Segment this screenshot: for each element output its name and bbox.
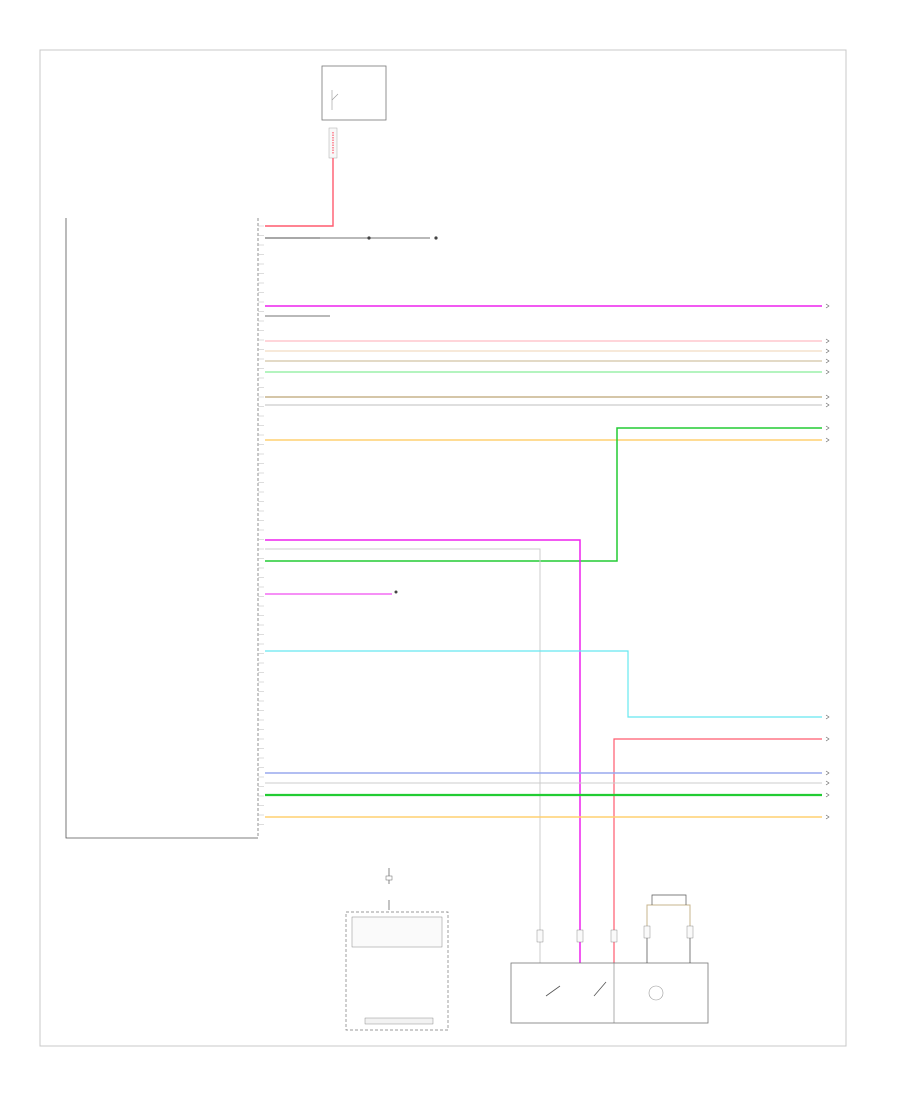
wire-end-arrow-icon xyxy=(825,338,830,344)
wire-end-arrow-icon xyxy=(825,402,830,408)
ground-module xyxy=(385,868,393,910)
wire-magenta-down xyxy=(265,539,581,963)
wire-end-arrow-icon xyxy=(825,736,830,742)
wire-grey-down xyxy=(265,548,541,963)
inline-connector xyxy=(576,929,584,943)
wire-end-arrow-icon xyxy=(825,714,830,720)
wire-end-arrow-icon xyxy=(825,437,830,443)
wires xyxy=(265,237,830,963)
wire-end-arrow-icon xyxy=(825,348,830,354)
battery-feed-wire xyxy=(265,158,334,227)
wire-end-arrow-icon xyxy=(825,770,830,776)
wire-end-arrow-icon xyxy=(825,814,830,820)
sensor-element-icon xyxy=(648,985,664,1001)
splice-dot-icon xyxy=(367,236,371,240)
wire-green-riser xyxy=(265,427,822,562)
fuse-icon xyxy=(331,93,339,101)
battery-module xyxy=(345,911,449,1031)
wire-end-arrow-icon xyxy=(825,425,830,431)
control-module xyxy=(65,218,259,839)
wire-end-arrow-icon xyxy=(825,792,830,798)
wire-end-arrow-icon xyxy=(825,369,830,375)
switch-contact-icon xyxy=(545,985,561,997)
wire-end-arrow-icon xyxy=(825,394,830,400)
switch-module xyxy=(510,894,709,1024)
inline-connector xyxy=(536,929,544,943)
wire-end-arrow-icon xyxy=(825,780,830,786)
wire-end-arrow-icon xyxy=(825,358,830,364)
ref-dot-icon xyxy=(394,590,398,594)
module-pins xyxy=(258,225,264,825)
fuse-box xyxy=(321,65,387,159)
ground-point-icon xyxy=(434,236,438,240)
wire-red-right xyxy=(613,738,822,963)
diagram-border xyxy=(39,49,847,1047)
ground-connector xyxy=(265,236,438,594)
switch-contact-icon-2 xyxy=(593,981,607,997)
wire-cyan xyxy=(265,650,822,718)
wire-end-arrow-icon xyxy=(825,303,830,309)
inline-connector xyxy=(610,929,618,943)
